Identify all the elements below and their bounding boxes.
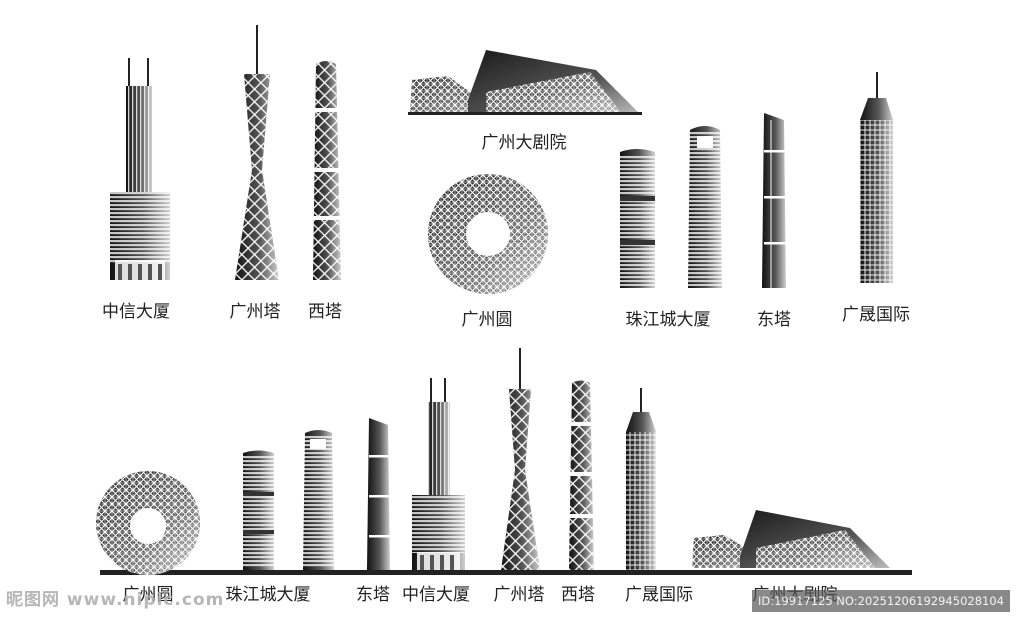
guangzhou-opera-house-icon: [408, 50, 642, 115]
label-canton-tower: 广州塔: [230, 302, 281, 322]
east-tower-bottom-icon: [367, 418, 390, 570]
guangzhou-circle-icon: [428, 174, 548, 294]
guangzhou-circle-bottom-icon: [96, 471, 200, 575]
label-west-tower: 西塔: [308, 302, 342, 322]
label-guangzhou-circle-bottom: 广州圆: [123, 585, 174, 605]
label-east-tower: 东塔: [757, 310, 791, 330]
label-opera-house: 广州大剧院: [482, 133, 567, 153]
west-tower-icon: [313, 61, 341, 280]
citic-plaza-bottom-icon: [412, 378, 465, 570]
label-citic-plaza: 中信大厦: [102, 302, 170, 322]
label-guangsheng: 广晟国际: [842, 305, 910, 325]
east-tower-tall-icon: [688, 126, 722, 288]
canton-tower-icon: [235, 25, 279, 280]
east-tower-icon: [762, 113, 786, 288]
ground-line: [100, 570, 912, 575]
label-canton-tower-bottom: 广州塔: [494, 585, 545, 605]
label-east-tower-bottom: 东塔: [356, 585, 390, 605]
guangzhou-opera-house-bottom-icon: [692, 510, 890, 568]
label-west-tower-bottom: 西塔: [561, 585, 595, 605]
pearl-river-tower-bottom-icon: [243, 450, 274, 570]
watermark-site: 昵图网 www.nipic.com: [6, 590, 225, 610]
pearl-river-tower-icon: [620, 149, 655, 288]
label-pearl-river-tower-bottom: 珠江城大厦: [226, 585, 311, 605]
label-citic-plaza-bottom: 中信大厦: [402, 585, 470, 605]
citic-plaza-icon: [110, 58, 170, 280]
east-tower-tall-bottom-icon: [303, 430, 334, 570]
label-guangsheng-bottom: 广晟国际: [625, 585, 693, 605]
label-guangzhou-circle: 广州圆: [462, 310, 513, 330]
canton-tower-bottom-icon: [501, 348, 540, 570]
label-pearl-river-tower: 珠江城大厦: [626, 310, 711, 330]
guangsheng-international-icon: [860, 72, 893, 283]
guangsheng-international-bottom-icon: [626, 388, 656, 570]
west-tower-bottom-icon: [569, 380, 594, 570]
watermark-id: ID:19917125 NO:20251206192945028104: [752, 590, 1010, 612]
